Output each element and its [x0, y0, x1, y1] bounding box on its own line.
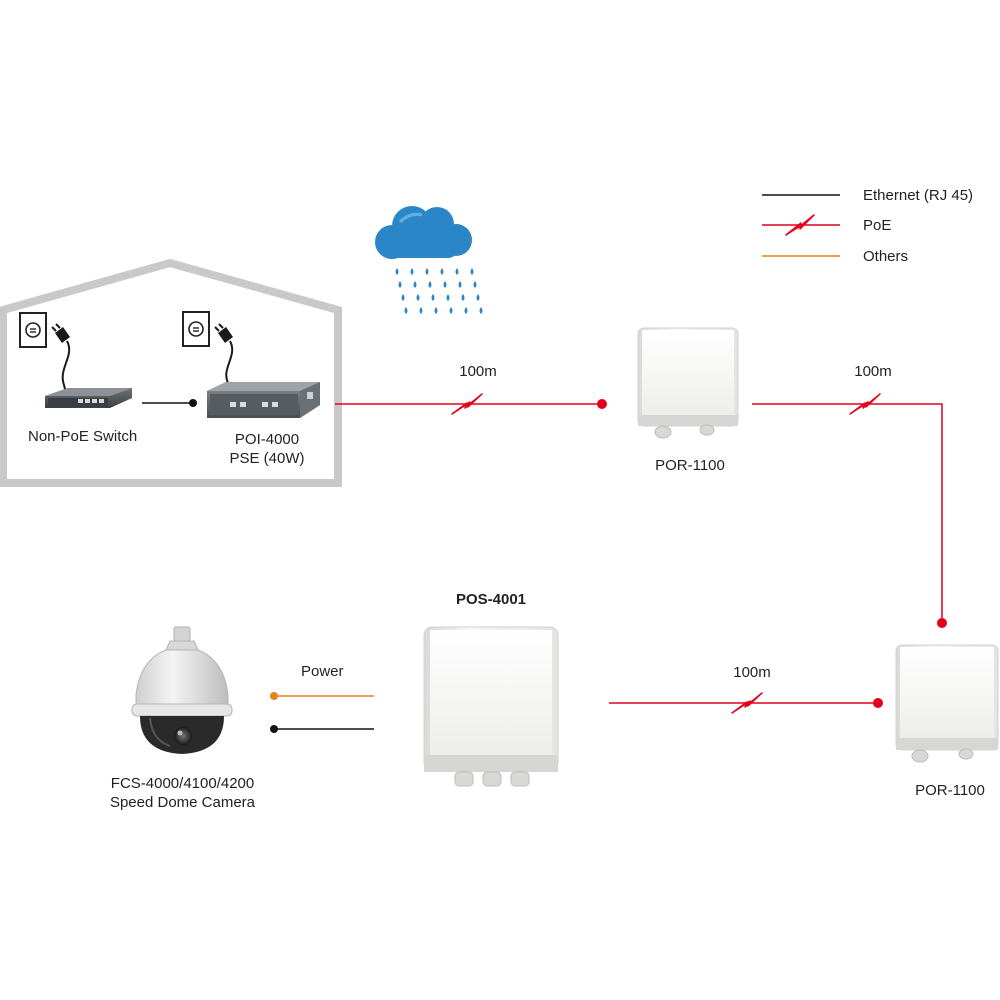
injector-label: POI-4000 PSE (40W)	[222, 430, 312, 468]
legend	[762, 194, 840, 257]
rain-drop	[464, 307, 468, 314]
rain-drop	[455, 268, 459, 275]
camera-label: FCS-4000/4100/4200 Speed Dome Camera	[80, 774, 285, 812]
rain-drop	[470, 268, 474, 275]
rain-drop	[440, 268, 444, 275]
camera-description: Speed Dome Camera	[109, 794, 256, 811]
rain-drop	[449, 307, 453, 314]
link-distance-label: 100m	[459, 363, 497, 380]
poe-connector-dot	[937, 618, 947, 628]
rain-drop	[458, 281, 462, 288]
repeater2-label: POR-1100	[915, 782, 985, 799]
rain-drop	[425, 268, 429, 275]
rain-drop	[428, 281, 432, 288]
power-outlet-icon	[182, 311, 210, 347]
lightning-icon	[785, 214, 815, 236]
poi-4000-injector-device	[207, 382, 320, 418]
rain-drop	[461, 294, 465, 301]
rain-drop	[404, 307, 408, 314]
rain-drop	[398, 281, 402, 288]
lightning-icon	[451, 393, 483, 415]
rain-drop	[413, 281, 417, 288]
house-outline	[0, 258, 342, 487]
rain-drop	[395, 268, 399, 275]
link-distance-label: 100m	[854, 363, 892, 380]
lightning-icon	[731, 692, 763, 714]
rain-drop	[434, 307, 438, 314]
rain-drop	[431, 294, 435, 301]
rain-drop	[476, 294, 480, 301]
injector-spec: PSE (40W)	[229, 450, 305, 467]
switch-label: Non-PoE Switch	[28, 428, 138, 445]
cloud-icon	[375, 206, 472, 259]
rain-drop	[410, 268, 414, 275]
por-1100-repeater-device	[637, 327, 739, 439]
legend-ethernet-label: Ethernet (RJ 45)	[863, 187, 974, 204]
rain-drop	[479, 307, 483, 314]
power-plug-icon	[51, 323, 71, 394]
rain-drop	[416, 294, 420, 301]
rain-drop	[401, 294, 405, 301]
rain-drop	[419, 307, 423, 314]
legend-others-label: Others	[863, 248, 909, 265]
legend-poe-label: PoE	[863, 217, 892, 234]
power-plug-icon	[214, 323, 234, 389]
por-1100-repeater-device	[895, 644, 999, 763]
poe-connector-dot	[597, 399, 607, 409]
lightning-icon	[849, 393, 881, 415]
rain-drop	[446, 294, 450, 301]
legend-poe-line	[762, 214, 840, 236]
ethernet-connector-dot	[270, 725, 278, 733]
splitter-label: POS-4001	[455, 591, 527, 608]
pos-4001-splitter-device	[423, 626, 559, 787]
camera-model: FCS-4000/4100/4200	[110, 775, 255, 792]
poe-link-injector-repeater1	[335, 393, 607, 415]
speed-dome-camera-device	[131, 626, 233, 754]
power-outlet-icon	[19, 312, 47, 348]
non-poe-switch-device	[45, 388, 132, 408]
rain-icon	[395, 268, 483, 314]
ethernet-connector-dot	[189, 399, 197, 407]
poe-link-repeater1-repeater2	[752, 393, 947, 628]
rain-drop	[473, 281, 477, 288]
poe-connector-dot	[873, 698, 883, 708]
repeater1-label: POR-1100	[655, 457, 725, 474]
poe-link-repeater2-splitter	[609, 692, 883, 714]
injector-model: POI-4000	[234, 431, 300, 448]
power-label: Power	[301, 663, 344, 680]
power-connector-dot	[270, 692, 278, 700]
rain-drop	[443, 281, 447, 288]
link-distance-label: 100m	[733, 664, 771, 681]
